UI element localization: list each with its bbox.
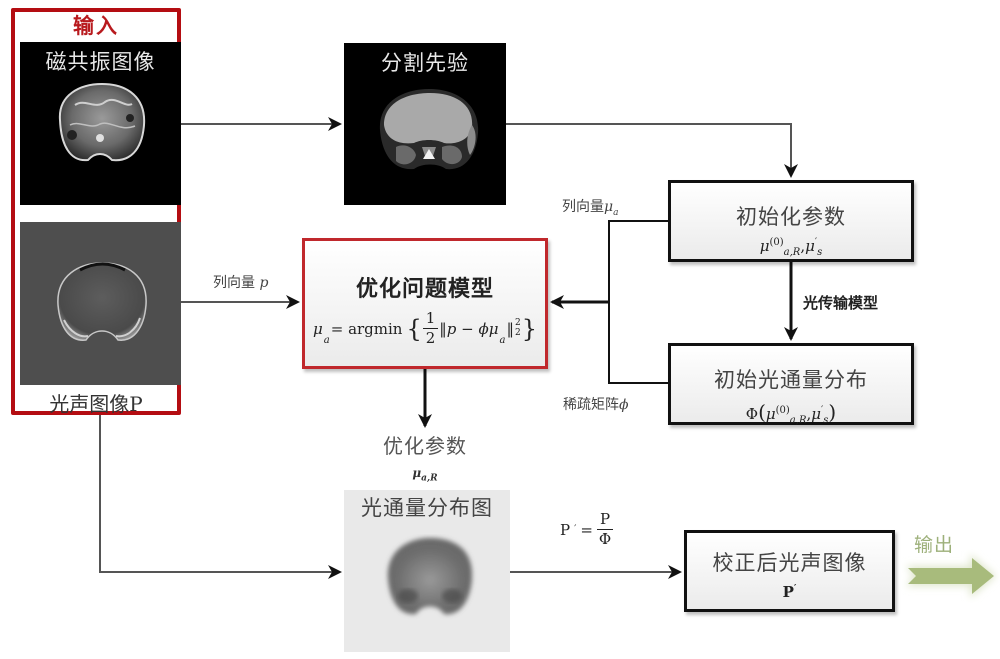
paren-close: ) <box>828 400 837 424</box>
opt-lhs-sub: a <box>323 335 330 346</box>
opt-lhs-mu: μ <box>313 319 323 338</box>
column-vector-p-label: 列向量 p <box>213 272 268 292</box>
mri-scan-image <box>58 82 146 162</box>
opt-norm-sub: 2 <box>514 327 521 338</box>
optimized-params-label: 优化参数 <box>383 434 467 458</box>
mu-a-sub: a,R <box>783 247 801 258</box>
corr-den: Φ <box>598 530 612 548</box>
corr-lhs: P <box>560 520 571 539</box>
init-params-formula: μ(0)a,R,μ′s <box>671 237 911 258</box>
mu-a-sup: (0) <box>775 405 790 416</box>
opt-norm-body: ‖p − ϕμ <box>439 319 499 338</box>
input-frame <box>11 8 181 415</box>
input-title: 输入 <box>73 13 119 38</box>
column-vector-p-symbol: p <box>259 275 269 291</box>
output-label: 输出 <box>914 534 955 556</box>
column-vector-mu-sub: a <box>613 207 619 218</box>
formula-sep: , <box>800 237 806 255</box>
mu-s-prime: ′ <box>814 237 818 248</box>
segmentation-prior-panel: 分割先验 <box>344 43 506 205</box>
initial-flux-box: 初始光通量分布 Φ(μ(0)a,R,μ′s) <box>668 343 914 426</box>
opt-half-num: 1 <box>422 311 439 329</box>
mu-ar-symbol: μ <box>412 466 422 480</box>
formula-sep: , <box>806 405 812 423</box>
corr-num: P <box>596 512 614 530</box>
corrected-image-title: 校正后光声图像 <box>712 551 867 575</box>
sparse-matrix-symbol: ϕ <box>619 397 629 413</box>
column-vector-mu-text: 列向量 <box>562 199 604 215</box>
optimization-model-title: 优化问题模型 <box>355 276 494 302</box>
light-transport-label: 光传输模型 <box>803 294 879 312</box>
column-vector-p-text: 列向量 <box>213 275 255 291</box>
corrected-p: P <box>782 583 794 601</box>
mu-a-sup: (0) <box>769 237 784 248</box>
init-params-box: 初始化参数 μ(0)a,R,μ′s <box>668 180 914 262</box>
flux-map-image <box>387 538 473 615</box>
photoacoustic-label: 光声图像P <box>49 392 143 416</box>
segmentation-image <box>379 89 479 170</box>
column-vector-mu-symbol: μ <box>604 199 614 215</box>
mu-s-prime: ′ <box>821 405 824 416</box>
opt-eq-argmin: = argmin <box>330 319 403 338</box>
line-init-to-merge <box>608 220 668 384</box>
mri-label: 磁共振图像 <box>45 50 156 74</box>
flux-map-panel: 光通量分布图 <box>344 490 510 652</box>
arrow-pa-to-fluxmap <box>99 415 342 579</box>
mu-s-symbol: μ <box>805 237 815 255</box>
photoacoustic-image-panel <box>20 222 181 385</box>
corr-eq: = <box>580 520 593 539</box>
corr-prime: ′ <box>574 524 577 535</box>
opt-inner-sub: a <box>499 335 506 346</box>
flux-map-label: 光通量分布图 <box>361 496 493 520</box>
corrected-image-symbol: P′ <box>687 583 892 601</box>
sparse-matrix-label: 稀疏矩阵ϕ <box>563 394 629 414</box>
output-arrow-icon <box>906 554 996 598</box>
sparse-matrix-text: 稀疏矩阵 <box>563 397 619 413</box>
paren-open: ( <box>758 400 766 424</box>
opt-norm-close: ‖ <box>506 319 514 338</box>
corrected-image-box: 校正后光声图像 P′ <box>684 530 895 612</box>
opt-norm-sup: 2 <box>514 317 521 328</box>
mu-a-sub: a,R <box>789 415 807 426</box>
initial-flux-title: 初始光通量分布 <box>714 368 868 392</box>
opt-lbrace: { <box>406 314 422 343</box>
phi-symbol: Φ <box>745 405 759 423</box>
mu-a-symbol: μ <box>759 237 770 255</box>
mu-s-sub: s <box>817 247 823 258</box>
init-params-title: 初始化参数 <box>736 205 846 229</box>
mu-s-symbol: μ <box>811 405 821 423</box>
mu-s-sub: s <box>823 415 829 426</box>
initial-flux-formula: Φ(μ(0)a,R,μ′s) <box>671 400 911 426</box>
photoacoustic-scan-image <box>57 262 147 341</box>
mri-image-panel: 磁共振图像 <box>20 42 181 205</box>
arrow-segmentation-to-init <box>506 123 798 178</box>
mu-a-symbol: μ <box>765 405 776 423</box>
opt-rbrace: } <box>521 314 537 343</box>
optimized-params-symbol: μa,R <box>350 466 500 483</box>
column-vector-mu-label: 列向量μa <box>562 196 618 218</box>
segmentation-label: 分割先验 <box>381 51 469 75</box>
corrected-prime: ′ <box>793 584 797 594</box>
mu-ar-sub: a,R <box>421 473 438 484</box>
opt-half-den: 2 <box>425 329 436 347</box>
